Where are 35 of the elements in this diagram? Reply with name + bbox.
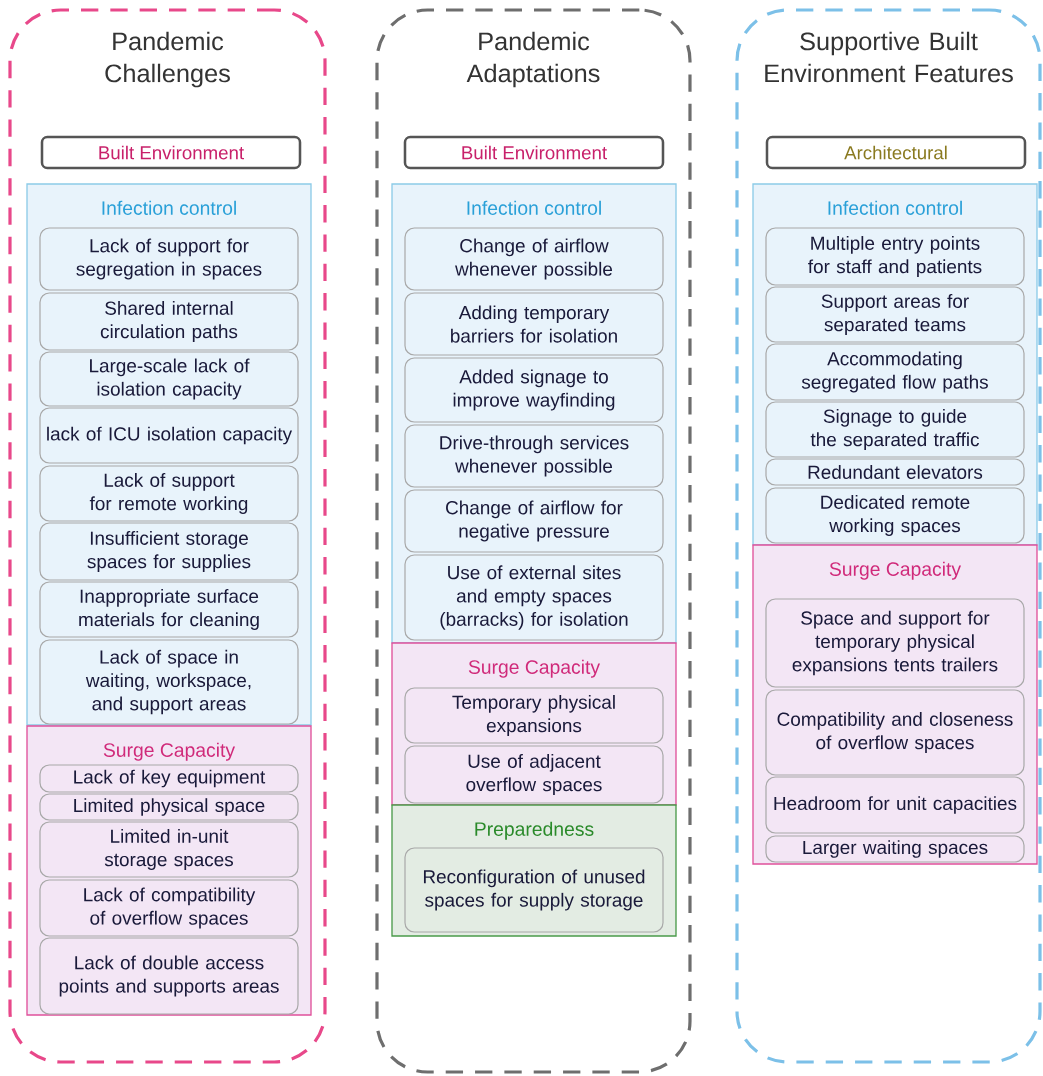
item-box: Change of airflow for negative pressure — [404, 489, 664, 553]
item-box: Lack of support for segregation in spaces — [39, 227, 299, 291]
item-box: Headroom for unit capacities — [765, 776, 1025, 834]
item-box: Use of external sites and empty spaces (barracks) for isolation — [404, 554, 664, 641]
item-box: Use of adjacent overflow spaces — [404, 745, 664, 804]
item-box: Temporary physical expansions — [404, 687, 664, 744]
item-box: Change of airflow whenever possible — [404, 227, 664, 291]
item-box: Redundant elevators — [765, 458, 1025, 486]
item-box: Support areas for separated teams — [765, 286, 1025, 343]
category-header: Built Environment — [40, 135, 302, 170]
item-box: Signage to guide the separated traffic — [765, 401, 1025, 458]
item-box: Accommodating segregated flow paths — [765, 343, 1025, 401]
item-box: Lack of space in waiting, workspace, and support areas — [39, 639, 299, 725]
category-header: Architectural — [765, 135, 1027, 170]
item-box: Reconfiguration of unused spaces for supply storage — [404, 847, 664, 933]
item-box: Limited physical space — [39, 793, 299, 821]
item-box: Space and support for temporary physical expansions tents trailers — [765, 598, 1025, 688]
item-box: Large-scale lack of isolation capacity — [39, 351, 299, 407]
item-box: Drive-through services whenever possible — [404, 424, 664, 488]
item-box: Adding temporary barriers for isolation — [404, 292, 664, 356]
item-box: lack of ICU isolation capacity — [39, 407, 299, 464]
item-box: Multiple entry points for staff and patients — [765, 227, 1025, 286]
item-box: Insufficient storage spaces for supplies — [39, 522, 299, 581]
item-box: Dedicated remote working spaces — [765, 487, 1025, 544]
category-header: Built Environment — [403, 135, 665, 170]
item-box: Inappropriate surface materials for cleaning — [39, 581, 299, 638]
item-box: Added signage to improve wayfinding — [404, 357, 664, 423]
item-box: Lack of support for remote working — [39, 465, 299, 522]
item-box: Lack of key equipment — [39, 764, 299, 793]
item-box: Limited in-unit storage spaces — [39, 821, 299, 878]
item-box: Lack of double access points and supports areas — [39, 937, 299, 1015]
item-box: Larger waiting spaces — [765, 835, 1025, 863]
item-box: Lack of compatibility of overflow spaces — [39, 879, 299, 937]
item-box: Shared internal circulation paths — [39, 292, 299, 351]
item-box: Compatibility and closeness of overflow spaces — [765, 689, 1025, 776]
